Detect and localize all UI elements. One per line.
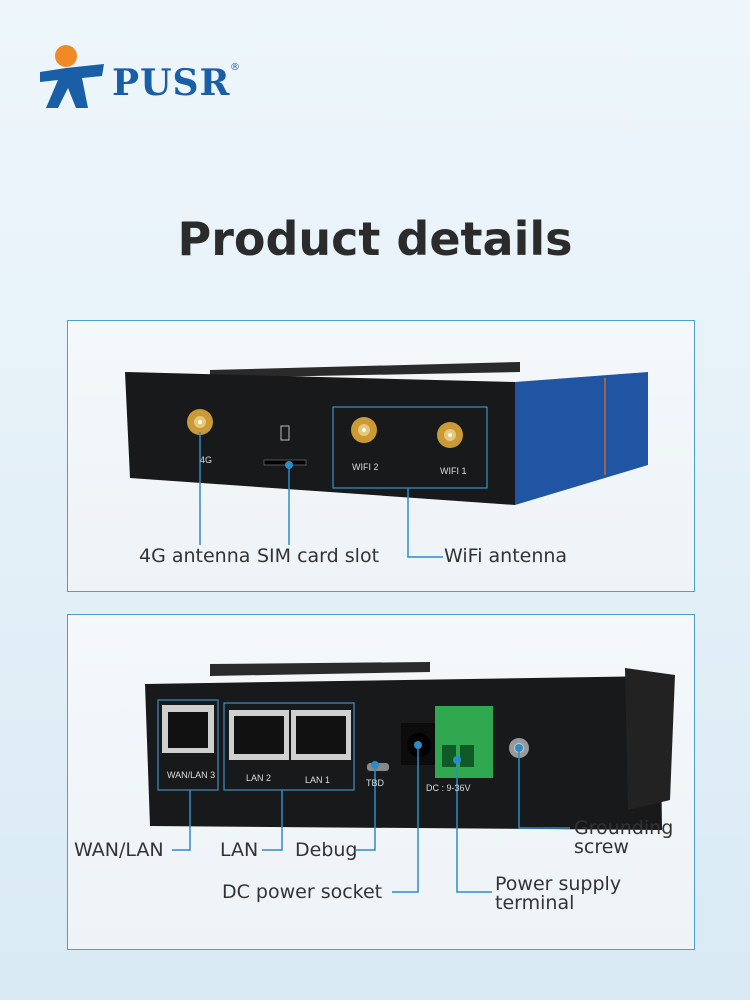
callout-dc-power-socket: DC power socket <box>222 881 383 903</box>
port-label-dc: DC : 9-36V <box>426 783 471 793</box>
port-label-wifi2: WIFI 2 <box>352 462 379 472</box>
port-label-lan1: LAN 1 <box>305 775 331 785</box>
callout-lan: LAN <box>220 839 259 861</box>
callout-power-supply-terminal-line1: Power supply <box>495 873 622 895</box>
port-label-4g: 4G <box>200 455 213 465</box>
port-label-wifi1: WIFI 1 <box>440 466 467 476</box>
port-label-lan2: LAN 2 <box>246 773 272 783</box>
registered-mark: ® <box>230 62 240 73</box>
callout-grounding-screw-line1: Grounding <box>574 817 674 839</box>
callout-4g-antenna: 4G antenna <box>139 545 251 567</box>
callout-wifi-antenna: WiFi antenna <box>444 545 568 567</box>
callout-sim-card-slot: SIM card slot <box>257 545 380 567</box>
callout-debug: Debug <box>295 839 358 861</box>
page-title: Product details <box>177 212 573 266</box>
pusr-logo-icon <box>40 45 104 108</box>
callout-power-supply-terminal-line2: terminal <box>495 892 575 914</box>
port-label-tbd: TBD <box>366 778 384 788</box>
brand-name: PUSR <box>112 62 231 104</box>
callout-wan-lan: WAN/LAN <box>74 839 164 861</box>
port-label-wan-lan3: WAN/LAN 3 <box>167 770 216 780</box>
callout-grounding-screw-line2: screw <box>574 836 629 858</box>
